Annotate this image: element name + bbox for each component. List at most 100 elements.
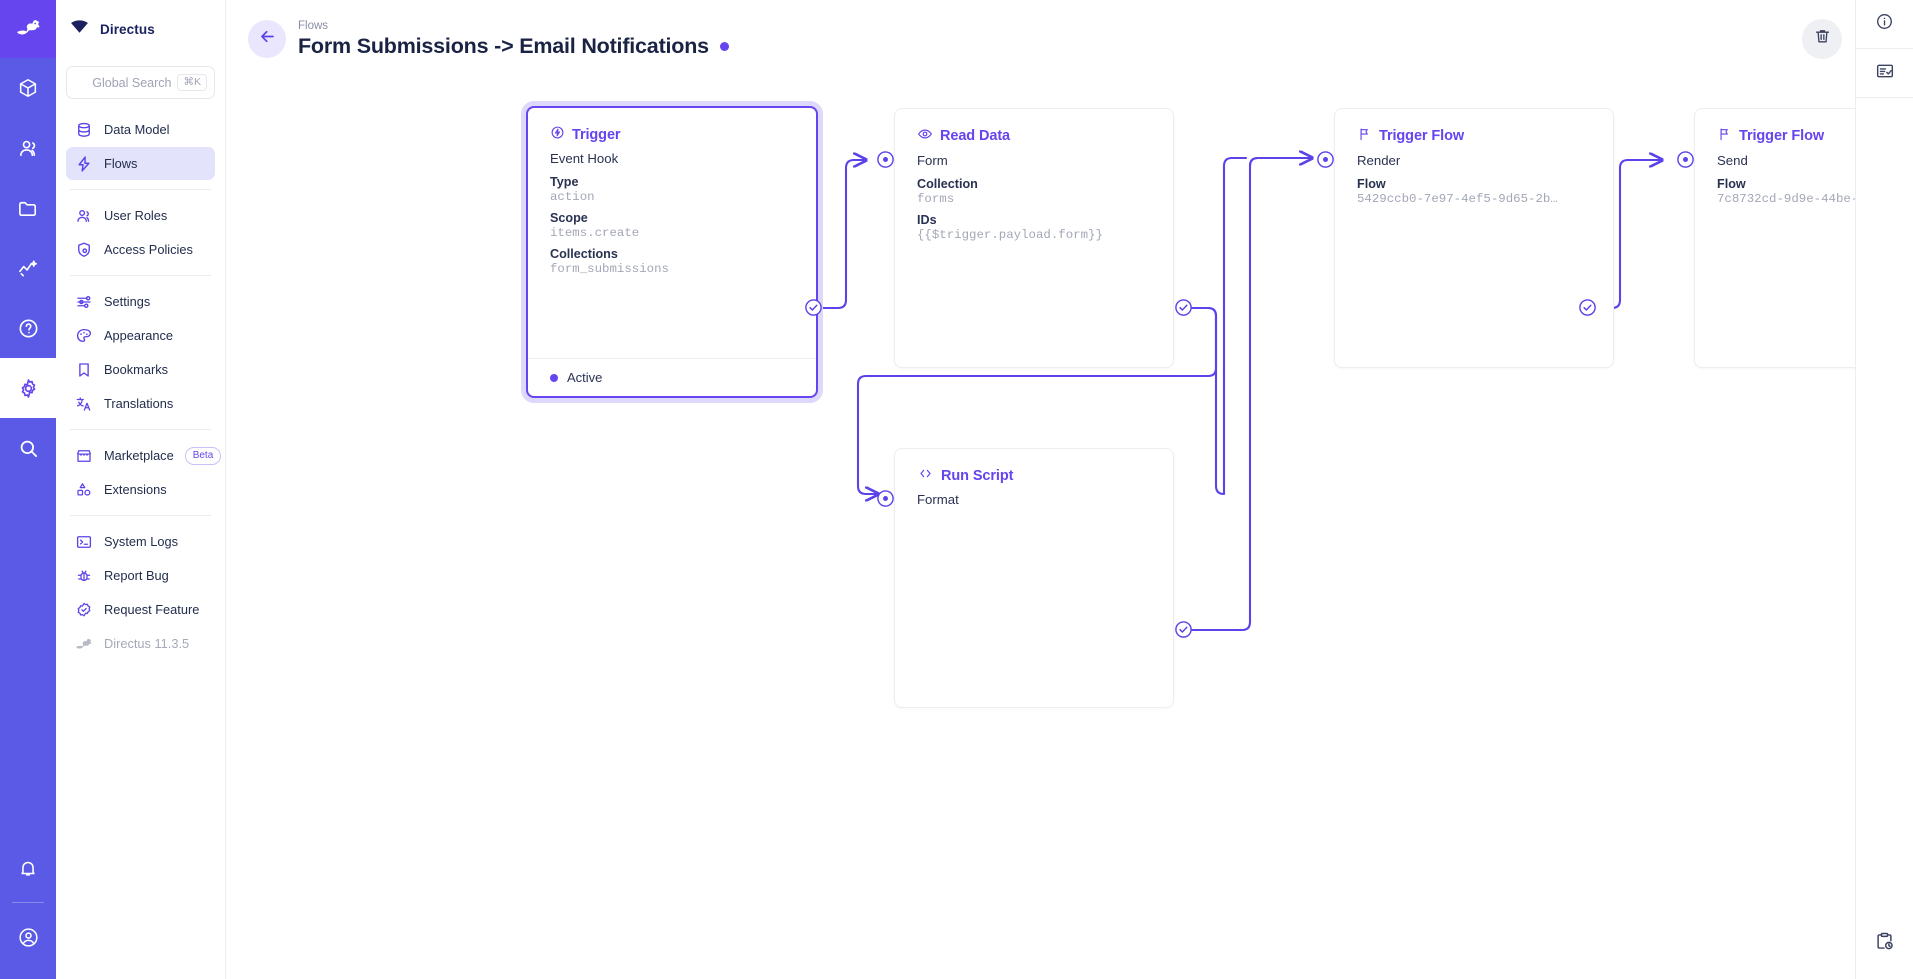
- sidebar-item-extensions[interactable]: Extensions: [66, 473, 215, 506]
- handle-target-trigger-flow-render[interactable]: [1316, 150, 1335, 169]
- handle-target-run-script[interactable]: [876, 489, 895, 508]
- node-type-label: Read Data: [940, 128, 1011, 144]
- rabbit-logo-icon: [14, 16, 42, 43]
- handle-target-trigger-flow-send[interactable]: [1676, 150, 1695, 169]
- search-icon: [17, 437, 40, 460]
- node-body: Form Collection forms IDs {{$trigger.pay…: [895, 146, 1173, 242]
- logs-button[interactable]: [1855, 49, 1913, 98]
- node-type-label: Run Script: [941, 467, 1014, 484]
- flow-node-read-data[interactable]: Read Data Form Collection forms IDs {{$t…: [894, 108, 1174, 368]
- sidebar-item-flows[interactable]: Flows: [66, 147, 215, 180]
- node-type-label: Trigger Flow: [1739, 128, 1825, 144]
- module-icon-rail: [0, 0, 56, 979]
- sidebar-item-label: Flows: [104, 156, 138, 171]
- sidebar-divider: [70, 515, 211, 516]
- status-badge: [719, 41, 729, 51]
- sidebar-item-version: Directus 11.3.5: [66, 627, 215, 660]
- sidebar-item-label: Data Model: [104, 122, 170, 137]
- handle-resolve-read-data[interactable]: [1174, 298, 1193, 317]
- sidebar-item-system-logs[interactable]: System Logs: [66, 525, 215, 558]
- badge-check-icon: [74, 600, 93, 619]
- delete-flow-button[interactable]: [1802, 19, 1842, 59]
- sidebar-item-label: Extensions: [104, 482, 167, 497]
- flow-node-trigger-flow-render[interactable]: Trigger Flow Render Flow 5429ccb0-7e97-4…: [1334, 108, 1614, 368]
- sliders-icon: [74, 292, 93, 311]
- search-placeholder: Global Search: [92, 75, 172, 90]
- handle-target-read-data[interactable]: [876, 150, 895, 169]
- brand-name: Directus: [100, 21, 155, 37]
- node-header: Read Data: [895, 109, 1173, 146]
- sidebar-item-translations[interactable]: Translations: [66, 387, 215, 420]
- gear-icon: [17, 377, 40, 400]
- rail-item-settings[interactable]: [0, 358, 56, 418]
- right-rail: [1855, 0, 1913, 979]
- sidebar-item-label: Translations: [104, 396, 174, 411]
- rail-item-users[interactable]: [0, 118, 56, 178]
- node-field-key: Flow: [1717, 177, 1746, 191]
- trash-icon: [1813, 27, 1832, 51]
- sidebar-item-marketplace[interactable]: Marketplace Beta: [66, 439, 222, 472]
- flow-node-trigger-flow-send[interactable]: Trigger Flow Send Flow 7c8732cd-9d9e-44b…: [1694, 108, 1855, 368]
- node-status-label: Active: [567, 370, 603, 385]
- handle-resolve-trigger[interactable]: [804, 298, 823, 317]
- sidebar-item-request-feature[interactable]: Request Feature: [66, 593, 215, 626]
- node-field-value: 5429ccb0-7e97-4ef5-9d65-2b…: [1357, 192, 1558, 206]
- back-button[interactable]: [248, 20, 286, 58]
- topbar: Flows Form Submissions -> Email Notifica…: [226, 0, 1913, 78]
- flag-icon: [1717, 126, 1732, 146]
- rail-item-insights[interactable]: [0, 238, 56, 298]
- sidebar-item-data-model[interactable]: Data Model: [66, 113, 215, 146]
- node-operation-label: Form: [917, 153, 948, 168]
- shield-lock-icon: [74, 240, 93, 259]
- node-field-value: {{$trigger.payload.form}}: [917, 228, 1103, 242]
- node-field-value: form_submissions: [550, 262, 669, 276]
- node-field-key: Collections: [550, 247, 618, 261]
- sidebar-item-appearance[interactable]: Appearance: [66, 319, 215, 352]
- page-title: Form Submissions -> Email Notifications: [298, 33, 709, 58]
- clipboard-button[interactable]: [1856, 909, 1913, 979]
- terminal-icon: [74, 532, 93, 551]
- sidebar-item-label: Directus 11.3.5: [104, 636, 190, 651]
- clipboard-time-icon: [1874, 931, 1895, 957]
- rail-item-box[interactable]: [0, 58, 56, 118]
- rail-item-folder[interactable]: [0, 178, 56, 238]
- sidebar-item-label: Marketplace: [104, 448, 174, 463]
- sidebar-item-bookmarks[interactable]: Bookmarks: [66, 353, 215, 386]
- node-header: Trigger Flow: [1695, 109, 1855, 146]
- breadcrumb[interactable]: Flows: [298, 19, 329, 32]
- sidebar-divider: [70, 189, 211, 190]
- users-icon: [74, 206, 93, 225]
- sidebar-item-access-policies[interactable]: Access Policies: [66, 233, 215, 266]
- bookmark-icon: [74, 360, 93, 379]
- node-operation-label: Send: [1717, 153, 1748, 168]
- node-operation-label: Format: [917, 492, 959, 507]
- search-input[interactable]: Global Search ⌘K: [66, 66, 215, 99]
- sidebar: Directus Global Search ⌘K Data Model Flo…: [56, 0, 226, 979]
- handle-resolve-run-script[interactable]: [1174, 620, 1193, 639]
- bug-icon: [74, 566, 93, 585]
- eye-icon: [917, 126, 933, 146]
- sidebar-item-report-bug[interactable]: Report Bug: [66, 559, 215, 592]
- node-body: Event Hook Type action Scope items.creat…: [528, 144, 816, 276]
- help-circle-icon: [17, 317, 40, 340]
- handle-resolve-trigger-flow-render[interactable]: [1578, 298, 1597, 317]
- flow-node-run-script[interactable]: Run Script Format: [894, 448, 1174, 708]
- rail-item-search[interactable]: [0, 418, 56, 478]
- sidebar-item-settings[interactable]: Settings: [66, 285, 215, 318]
- sidebar-item-label: Report Bug: [104, 568, 169, 583]
- flow-canvas[interactable]: Trigger Event Hook Type action Scope ite…: [226, 78, 1855, 979]
- sidebar-divider: [70, 275, 211, 276]
- node-header: Trigger: [528, 108, 816, 144]
- insights-icon: [17, 257, 40, 280]
- title-row: Form Submissions -> Email Notifications: [298, 34, 729, 59]
- rail-item-account[interactable]: [0, 907, 56, 967]
- flow-node-trigger[interactable]: Trigger Event Hook Type action Scope ite…: [526, 106, 818, 398]
- main-area: Flows Form Submissions -> Email Notifica…: [226, 0, 1913, 979]
- directus-logo-button[interactable]: [0, 0, 56, 58]
- rail-item-help[interactable]: [0, 298, 56, 358]
- info-button[interactable]: [1855, 0, 1913, 49]
- rail-item-notifications[interactable]: [0, 838, 56, 898]
- palette-icon: [74, 326, 93, 345]
- code-brackets-icon: [917, 466, 934, 485]
- sidebar-item-user-roles[interactable]: User Roles: [66, 199, 215, 232]
